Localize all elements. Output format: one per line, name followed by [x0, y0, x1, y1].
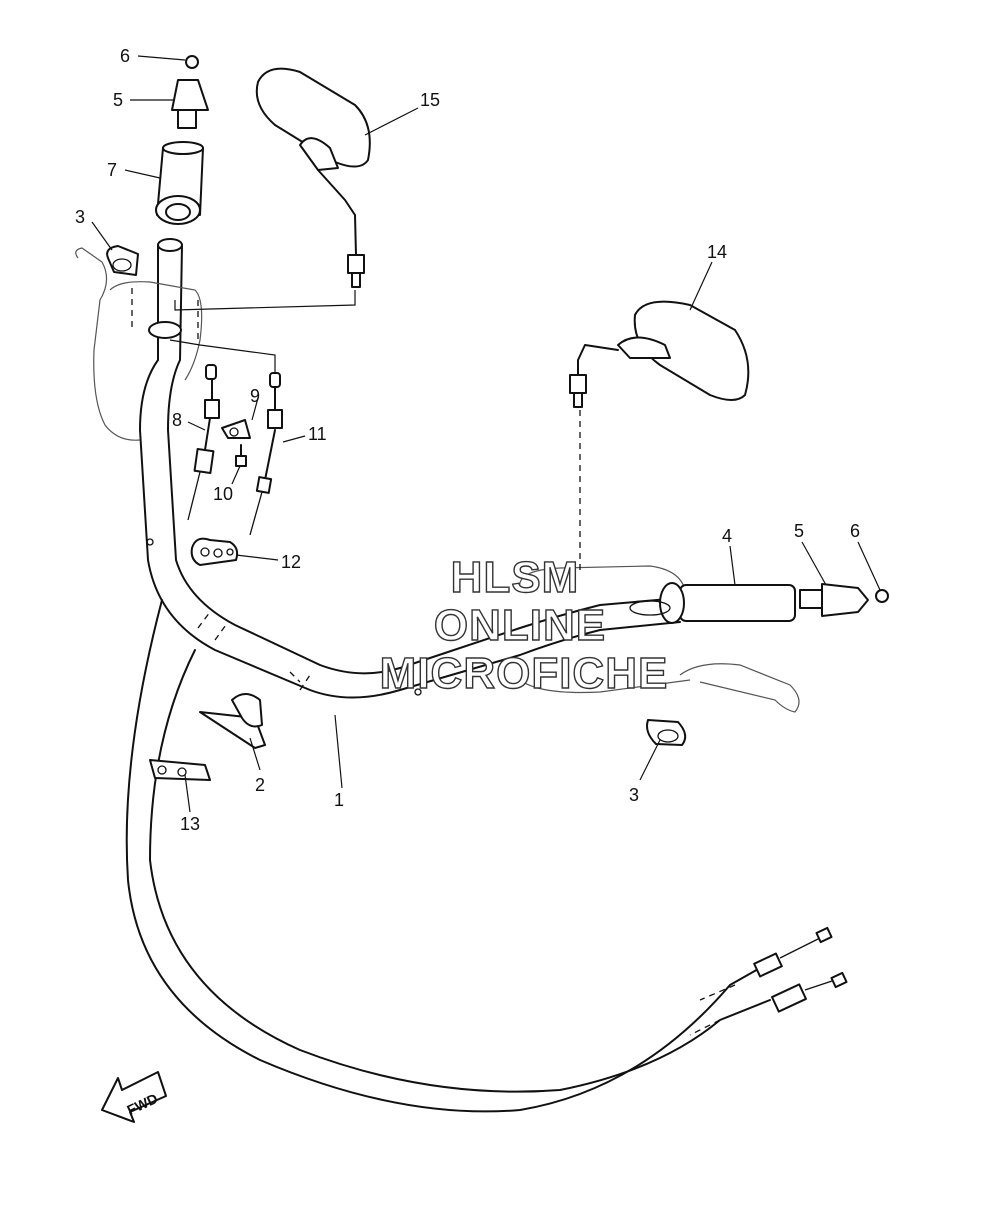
right-bar-end — [799, 583, 869, 617]
callout-8: 8 — [172, 410, 182, 430]
callout-9: 9 — [250, 386, 260, 406]
callout-5-right: 5 — [794, 521, 804, 541]
clamp-2 — [199, 693, 266, 749]
screw-10 — [235, 444, 247, 467]
clamp-13 — [149, 759, 211, 781]
watermark: HLSM ONLINE MICROFICHE — [379, 552, 669, 698]
callout-6-right: 6 — [850, 521, 860, 541]
callout-13: 13 — [180, 814, 200, 834]
callout-15: 15 — [420, 90, 440, 110]
callout-2: 2 — [255, 775, 265, 795]
fwd-arrow: FWD — [101, 1071, 167, 1123]
right-bar-end-nut — [875, 589, 889, 603]
right-lever-holder — [646, 719, 687, 746]
left-lever-outline — [75, 247, 203, 441]
callout-5-left: 5 — [113, 90, 123, 110]
callout-11: 11 — [308, 424, 327, 444]
callout-6-left: 6 — [120, 46, 130, 66]
callout-1: 1 — [334, 790, 344, 810]
cable-adjuster-8 — [187, 364, 220, 521]
callout-12: 12 — [281, 552, 301, 572]
callout-7: 7 — [107, 160, 117, 180]
callout-10: 10 — [213, 484, 233, 504]
left-lever-holder — [106, 245, 139, 276]
cable-end-lower — [771, 971, 848, 1013]
left-bar-end — [171, 79, 209, 129]
watermark-line-3: MICROFICHE — [380, 649, 669, 698]
cable-adjuster-11 — [249, 372, 283, 536]
cable-end-upper — [753, 926, 833, 978]
callout-labels: 6 5 7 3 15 14 9 8 11 10 12 4 5 6 2 1 3 1… — [75, 46, 860, 834]
mirror-right — [569, 300, 750, 575]
callout-3-left: 3 — [75, 207, 85, 227]
callout-3-right: 3 — [629, 785, 639, 805]
clamp-12 — [190, 537, 239, 566]
watermark-line-1: HLSM — [451, 553, 580, 602]
left-bar-end-nut — [185, 55, 199, 69]
leader-lines — [91, 55, 881, 813]
callout-4: 4 — [722, 526, 732, 546]
mirror-left — [255, 67, 371, 288]
plate-9 — [221, 419, 251, 439]
throttle-cables — [125, 599, 848, 1113]
right-grip — [629, 582, 796, 624]
left-grip — [155, 141, 204, 225]
handlebar — [139, 238, 681, 699]
watermark-line-2: ONLINE — [434, 601, 606, 650]
callout-14: 14 — [707, 242, 727, 262]
right-lever-outline — [518, 565, 800, 713]
